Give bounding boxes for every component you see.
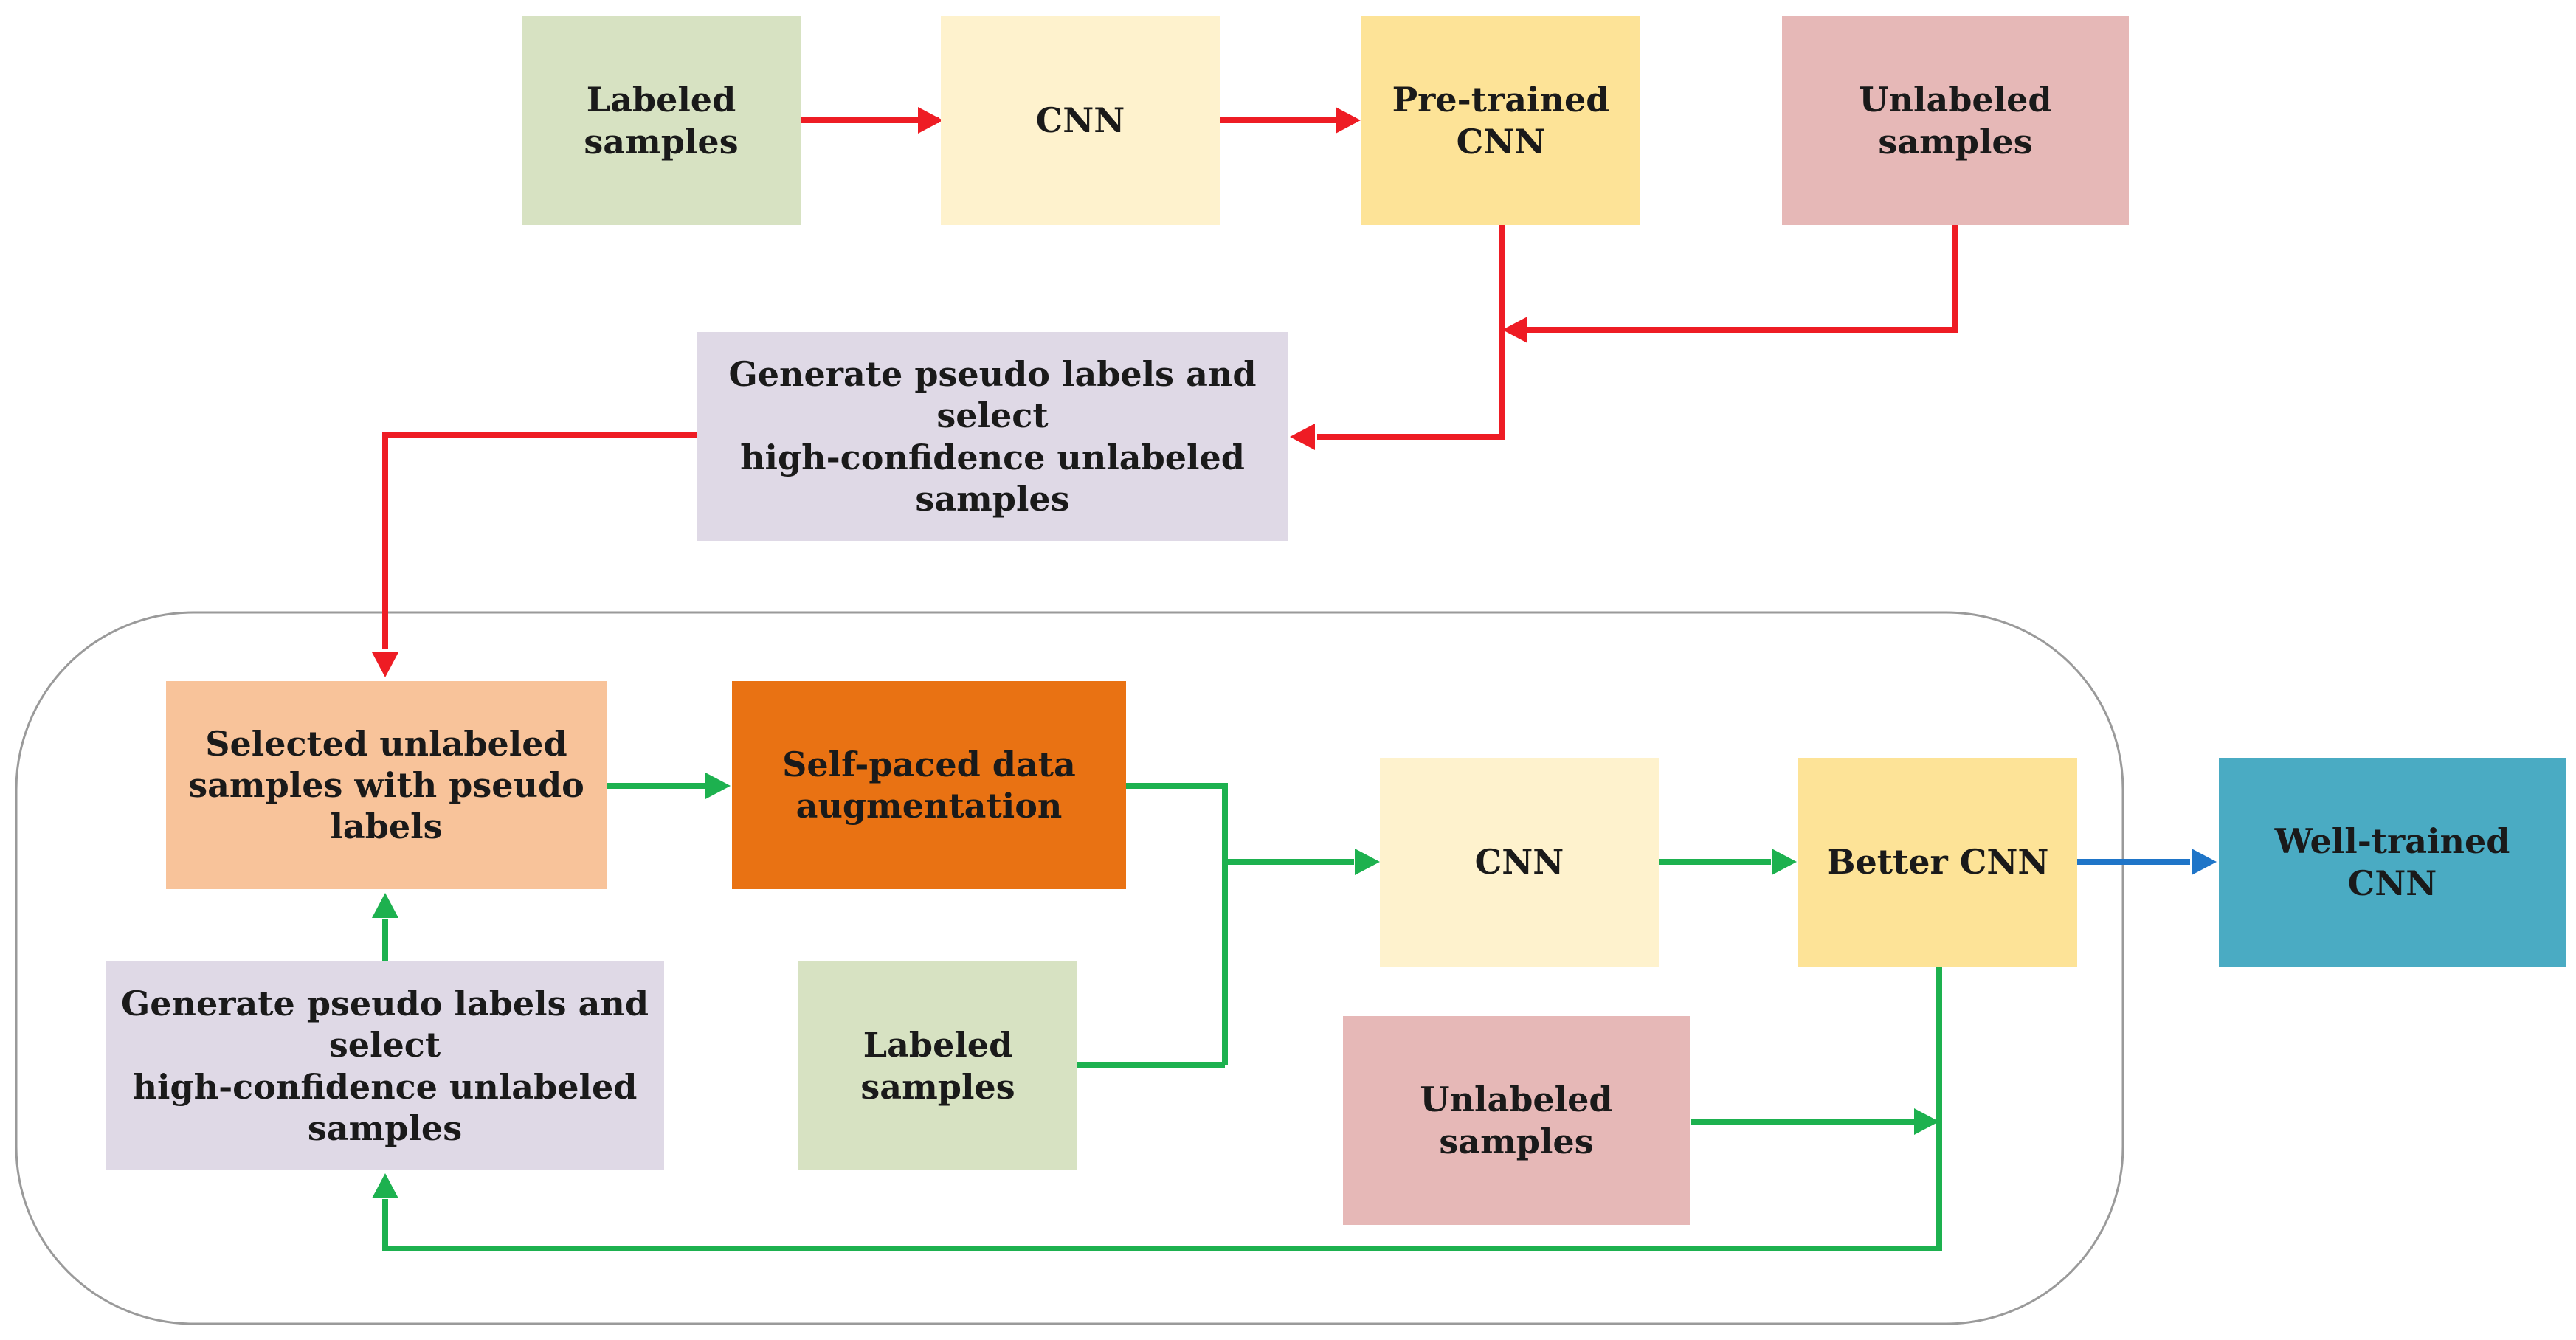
selected-unlabeled-line1: Selected unlabeled — [205, 723, 567, 764]
loop-cnn-label: CNN — [1474, 842, 1564, 883]
loop-unlabeled-label: Unlabeled samples — [1420, 1080, 1613, 1161]
selected-unlabeled-line2: samples with pseudo — [188, 764, 584, 805]
better-cnn-box: Better CNN — [1798, 758, 2077, 967]
arrow-cnn-to-pretrained-head — [1336, 107, 1361, 134]
arrow-better-to-welltrained-head — [2192, 849, 2217, 875]
loop-generate-line1: Generate pseudo labels and select — [121, 984, 649, 1066]
arrow-labeled-to-cnn-head — [918, 107, 943, 134]
loop-labeled-line2: samples — [860, 1066, 1015, 1107]
arrow-generate-to-selected — [382, 432, 698, 649]
top-labeled-line2: samples — [584, 121, 739, 162]
arrow-pretrained-to-generate-head — [1290, 424, 1315, 450]
arrow-pretrained-to-generate — [1317, 225, 1505, 440]
arrow-unlabeled-to-merge-head — [1502, 317, 1527, 343]
arrow-generate-to-selected-head — [372, 652, 398, 677]
pretrained-cnn-line1: Pre-trained — [1392, 80, 1610, 120]
loop-labeled-line1: Labeled — [863, 1025, 1013, 1066]
top-cnn-box: CNN — [941, 16, 1220, 225]
arrow-selected-to-selfpaced-head — [705, 773, 731, 799]
loop-cnn-box: CNN — [1380, 758, 1659, 967]
better-cnn-label: Better CNN — [1826, 842, 2049, 883]
well-trained-cnn-box: Well-trained CNN — [2219, 758, 2566, 967]
top-generate-line1: Generate pseudo labels and select — [728, 354, 1257, 436]
top-unlabeled-label: Unlabeled samples — [1859, 80, 2052, 162]
loop-generate-line3: samples — [307, 1108, 463, 1148]
top-labeled-line1: Labeled — [586, 80, 736, 120]
self-paced-line2: augmentation — [795, 786, 1063, 826]
top-generate-line2: high-confidence unlabeled samples — [740, 437, 1245, 519]
arrow-generate-to-selected-loop-head — [372, 893, 398, 918]
top-unlabeled-samples-box: Unlabeled samples — [1782, 16, 2129, 225]
well-trained-cnn-label: Well-trained CNN — [2274, 821, 2510, 903]
arrow-selfpaced-to-junction — [1126, 783, 1228, 1065]
arrow-better-to-generate — [382, 967, 1942, 1251]
pretrained-cnn-line2: CNN — [1456, 121, 1546, 162]
arrow-unlabeled-to-better-head — [1914, 1108, 1939, 1135]
arrow-cnn-to-better-head — [1772, 849, 1797, 875]
arrow-better-to-generate-head — [372, 1173, 398, 1198]
arrow-unlabeled-to-merge — [1527, 225, 1958, 333]
arrow-junction-to-cnn-head — [1355, 849, 1380, 875]
loop-generate-line2: high-confidence unlabeled — [132, 1066, 638, 1107]
loop-unlabeled-samples-box: Unlabeled samples — [1343, 1016, 1690, 1225]
selected-unlabeled-line3: labels — [330, 807, 443, 847]
iteration-loop-border — [15, 611, 2124, 1325]
self-paced-line1: Self-paced data — [782, 744, 1076, 784]
top-cnn-label: CNN — [1035, 100, 1125, 141]
